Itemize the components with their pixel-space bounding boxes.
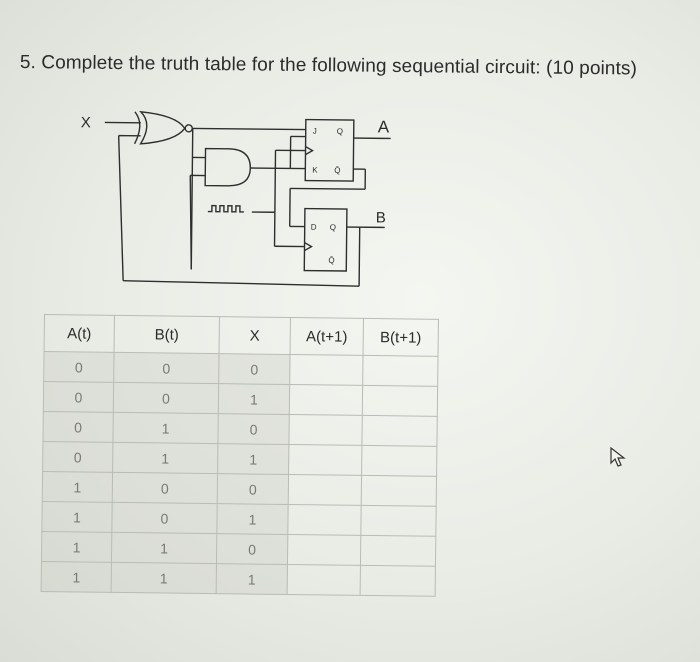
header-b-t-plus-1: B(t+1) [363, 318, 439, 357]
xor-gate-back-curve [133, 111, 141, 145]
answer-cell[interactable] [288, 474, 362, 506]
output-b-feedback-wire [358, 227, 361, 287]
table-cell: 0 [113, 352, 220, 384]
table-cell: 0 [42, 411, 114, 443]
xnor-bubble [184, 124, 193, 133]
jk-k-label: K [312, 166, 318, 175]
answer-cell[interactable] [360, 505, 437, 537]
table-cell: 0 [113, 382, 219, 414]
jk-q-label: Q [337, 127, 343, 136]
d-clock-triangle [304, 241, 313, 252]
table-cell: 0 [217, 473, 289, 505]
header-a-t: A(t) [44, 314, 115, 353]
table-cell: 0 [112, 472, 218, 504]
table-cell: 0 [111, 502, 218, 534]
d-flipflop [303, 207, 348, 272]
table-cell: 1 [217, 443, 289, 475]
jk-qbar-feedback-wire [290, 187, 366, 190]
jk-clock-triangle [305, 145, 314, 156]
output-a-label: A [378, 117, 390, 136]
mouse-pointer-icon [610, 446, 626, 467]
and-gate [204, 147, 252, 187]
header-b-t: B(t) [114, 315, 220, 354]
answer-cell[interactable] [362, 355, 439, 387]
output-b-label: B [376, 209, 386, 226]
answer-cell[interactable] [287, 534, 361, 566]
table-cell: 1 [111, 562, 217, 594]
table-cell: 0 [217, 413, 290, 445]
answer-cell[interactable] [288, 444, 362, 476]
table-cell: 1 [112, 442, 218, 474]
xnor-out-to-j-wire [192, 127, 306, 131]
header-a-t-plus-1: A(t+1) [290, 317, 364, 356]
answer-cell[interactable] [361, 415, 438, 447]
table-cell: 1 [41, 531, 112, 563]
header-x: X [219, 316, 291, 355]
table-cell: 1 [218, 383, 290, 415]
answer-cell[interactable] [289, 354, 364, 386]
clock-waveform-icon [207, 204, 244, 213]
clock-trunk-wire [274, 150, 277, 213]
table-cell: 0 [43, 381, 114, 413]
table-cell: 0 [216, 533, 288, 565]
truth-table-header-row: A(t) B(t) X A(t+1) B(t+1) [44, 314, 439, 357]
left-feedback-wire [117, 135, 124, 281]
answer-cell[interactable] [361, 475, 437, 507]
jk-j-label: J [313, 127, 317, 136]
answer-cell[interactable] [287, 564, 361, 596]
xnor-gate [139, 110, 186, 145]
table-cell: 0 [42, 441, 113, 473]
answer-cell[interactable] [288, 414, 363, 446]
input-x-label: X [81, 114, 91, 131]
answer-cell[interactable] [360, 535, 436, 567]
bottom-feedback-wire [123, 279, 360, 287]
table-cell: 1 [216, 503, 289, 535]
answer-cell[interactable] [287, 504, 362, 536]
answer-cell[interactable] [362, 385, 438, 417]
answer-cell[interactable] [360, 565, 436, 597]
table-cell: 1 [41, 501, 113, 533]
table-cell: 1 [42, 471, 113, 503]
d-d-label: D [311, 223, 317, 232]
table-cell: 1 [216, 563, 288, 595]
table-cell: 0 [218, 353, 291, 385]
table-cell: 1 [111, 532, 217, 564]
d-qbar-label: Q̄ [328, 256, 334, 265]
table-cell: 1 [112, 412, 219, 444]
table-cell: 0 [43, 351, 115, 383]
d-q-label: Q [330, 223, 336, 232]
answer-cell[interactable] [361, 445, 437, 477]
answer-cell[interactable] [289, 384, 363, 416]
inner-feedback-wire [189, 175, 192, 270]
jk-qbar-label: Q̄ [334, 166, 340, 175]
table-cell: 1 [41, 561, 112, 593]
